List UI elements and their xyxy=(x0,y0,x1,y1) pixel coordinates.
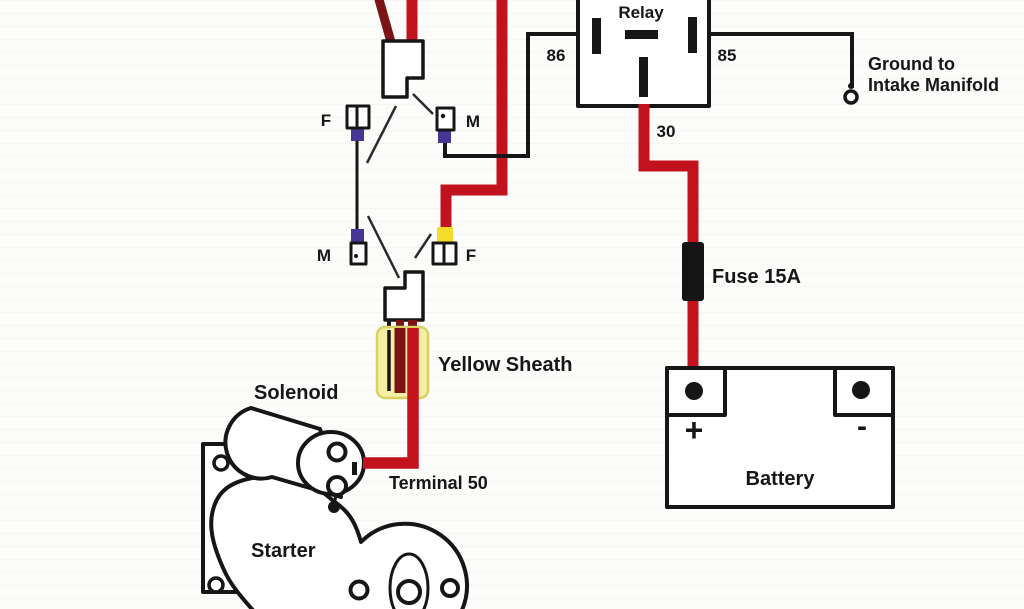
lower-m-dot xyxy=(354,254,358,258)
battery-branch: Fuse 15A + - Battery xyxy=(638,104,895,509)
solenoid-terminal-lower xyxy=(326,475,348,497)
lower-m-label: M xyxy=(317,246,331,265)
battery-label: Battery xyxy=(746,468,816,490)
leader-upper-box-to-f-wire xyxy=(365,105,398,164)
upper-f-terminal: F xyxy=(321,104,371,141)
lower-f-terminal: F xyxy=(431,227,476,266)
solenoid-label: Solenoid xyxy=(254,382,338,404)
ground-terminal-icon xyxy=(843,89,859,105)
leader-lines xyxy=(365,93,434,279)
maroon-feed-wire-top xyxy=(374,0,396,44)
ground-wire xyxy=(709,32,854,88)
wire-m-to-relay-86 xyxy=(443,32,578,158)
gear-housing-hole-right xyxy=(440,578,460,598)
leader-upper-box-to-m xyxy=(412,93,434,115)
red-trigger-wire xyxy=(440,0,508,230)
relay-pin-30-label: 30 xyxy=(657,122,676,141)
lower-m-body xyxy=(349,241,368,266)
leader-to-lower-box xyxy=(366,215,401,279)
ground-label-line1: Ground to xyxy=(868,54,955,74)
relay-box xyxy=(576,0,711,108)
bracket-hole-bottom xyxy=(207,576,225,594)
power-wire-relay-to-battery xyxy=(638,104,699,370)
relay-pin-85-label: 85 xyxy=(718,46,737,65)
upper-f-tip-icon xyxy=(351,127,364,141)
starter-assembly xyxy=(201,406,469,609)
upper-m-terminal: M xyxy=(435,106,480,143)
stub-wire-maroon2 xyxy=(408,320,417,328)
solenoid-terminal-50-mark xyxy=(352,462,357,475)
stub-wire-black xyxy=(387,320,391,328)
battery-minus-sign: - xyxy=(857,410,867,443)
solenoid-terminal-upper xyxy=(326,441,348,463)
upper-m-body xyxy=(435,106,456,132)
lower-f-label: F xyxy=(466,246,476,265)
upper-f-label: F xyxy=(321,111,331,130)
starter-label: Starter xyxy=(251,540,316,562)
upper-connector-block xyxy=(381,39,425,99)
ground-branch: Ground to Intake Manifold xyxy=(709,32,999,105)
battery-plus-sign: + xyxy=(685,412,704,448)
upper-m-tip-icon xyxy=(438,129,451,143)
gear-housing-hole-left xyxy=(348,579,370,601)
stub-wire-maroon1 xyxy=(396,320,404,328)
lower-m-terminal: M xyxy=(317,229,368,266)
relay-pin-86-icon xyxy=(592,18,601,54)
relay-coil-bar-icon xyxy=(625,30,658,39)
relay-pin-86-label: 86 xyxy=(547,46,566,65)
lower-f-tip-icon xyxy=(437,227,453,244)
ignition-wires xyxy=(355,0,578,231)
lower-m-tip-icon xyxy=(351,229,364,244)
ground-label-line2: Intake Manifold xyxy=(868,75,999,95)
bracket-hole-top xyxy=(212,454,230,472)
upper-m-dot xyxy=(440,113,446,119)
gear-housing-center-hole xyxy=(396,579,422,605)
ground-wire-end-dot xyxy=(848,83,854,89)
yellow-sheath-assembly: Yellow Sheath xyxy=(375,325,572,400)
wire-terminal-50 xyxy=(363,328,419,469)
lower-connector-block xyxy=(383,270,425,322)
leader-lower-box-to-f xyxy=(413,233,433,259)
relay-pin-30-icon xyxy=(639,57,648,97)
fuse-label: Fuse 15A xyxy=(712,266,801,288)
yellow-sheath-label: Yellow Sheath xyxy=(438,354,572,376)
relay-label: Relay xyxy=(618,3,664,22)
fuse-icon xyxy=(682,242,704,301)
battery-negative-post-icon xyxy=(852,381,870,399)
terminal-50-label: Terminal 50 xyxy=(389,473,488,493)
relay: Relay 86 85 30 xyxy=(547,0,737,141)
solenoid-lead-dot xyxy=(328,501,340,513)
relay-pin-85-icon xyxy=(688,17,697,53)
battery-positive-post-icon xyxy=(685,382,703,400)
upper-m-label: M xyxy=(466,112,480,131)
